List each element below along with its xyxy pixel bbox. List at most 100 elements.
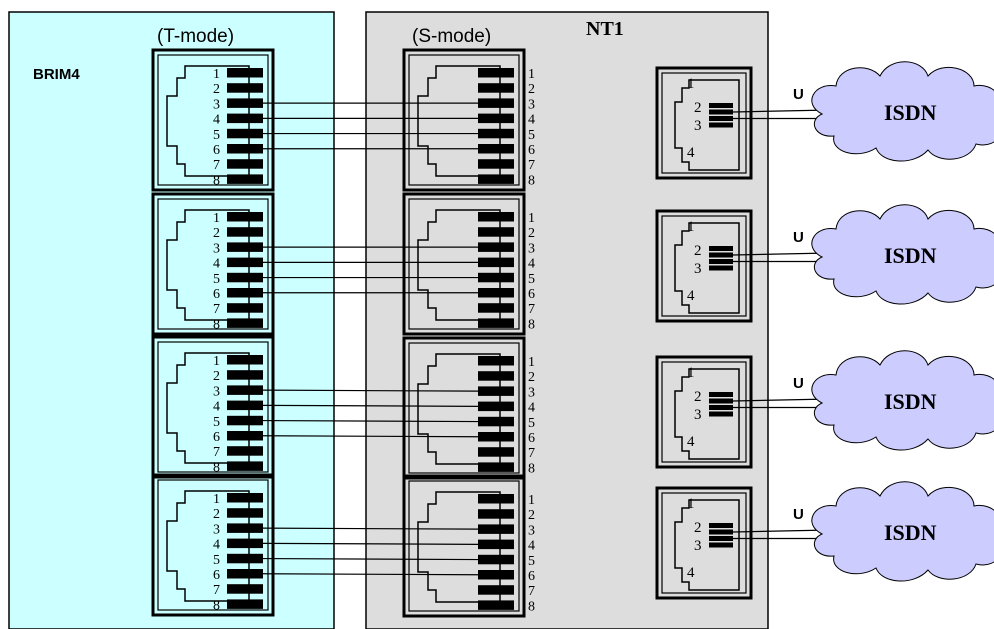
nt1-u-port-4-pin-label: 4 <box>687 565 695 581</box>
nt1-u-port-1-contact <box>709 109 733 115</box>
brim4-port-2-pin-label: 8 <box>213 317 220 332</box>
brim4-port-4-contact <box>227 584 263 594</box>
brim4-port-4-contact <box>227 538 263 549</box>
brim4-port-2-contact <box>227 318 263 328</box>
brim4-port-4-contact <box>227 599 263 609</box>
nt1-s-port-2-contact <box>478 318 514 328</box>
isdn-1-cloud-label: ISDN <box>884 100 937 125</box>
nt1-s-port-1-contact <box>478 68 514 78</box>
isdn-3-cloud-label: ISDN <box>884 389 937 414</box>
nt1-s-port-1-pin-label: 6 <box>528 143 535 158</box>
nt1-u-port-3-contact <box>709 405 733 410</box>
nt1-u-port-4-contact <box>709 536 733 541</box>
brim4-port-3-contact <box>227 446 263 456</box>
nt1-u-port-2-jack-inner-frame <box>661 215 747 317</box>
brim4-port-4-pin-label: 1 <box>213 492 220 507</box>
u-interface-label-2: U <box>793 229 804 246</box>
brim4-port-2-contact <box>227 227 263 237</box>
nt1-s-port-3-pin-label: 8 <box>528 461 535 476</box>
nt1-s-port-4-jack-inner-frame <box>408 480 520 612</box>
brim4-port-2-pin-label: 1 <box>213 211 220 226</box>
nt1-u-port-3-contact <box>709 398 733 404</box>
t-mode-label: (T-mode) <box>157 26 234 47</box>
nt1-u-port-4-jack: 1 2 3 4 <box>655 486 753 600</box>
nt1-s-port-4-pin-label: 6 <box>528 569 535 584</box>
brim4-port-2-pin-label: 4 <box>213 257 220 272</box>
nt1-s-port-1-jack-inner-frame <box>408 54 520 186</box>
nt1-s-port-4-pin-label: 7 <box>528 584 535 599</box>
nt1-s-port-1-contact <box>478 128 514 139</box>
nt1-u-port-2-jack-opening <box>674 222 740 314</box>
s-bus-wire-4-pin-4 <box>262 542 479 545</box>
brim4-port-3-pin-label: 4 <box>213 400 220 415</box>
wiring-layer <box>262 102 831 576</box>
nt1-s-port-2-pin-label: 1 <box>528 211 535 226</box>
isdn-3-cloud-shape <box>811 350 994 451</box>
nt1-u-port-1-jack-opening <box>674 79 740 171</box>
nt1-u-port-1-pin-label: 2 <box>694 100 702 116</box>
nt1-s-port-4-contact <box>478 585 514 595</box>
nt1-s-port-2-jack-frame <box>402 192 526 336</box>
brim4-label: BRIM4 <box>33 66 80 83</box>
nt1-u-port-2-contact <box>709 259 733 264</box>
nt1-u-port-4-pin-label: 1 <box>687 496 695 512</box>
nt1-s-port-1-contact <box>478 113 514 124</box>
nt1-u-port-4-contact <box>709 542 733 548</box>
nt1-s-port-4-contact <box>478 524 514 534</box>
s-bus-wire-4-pin-6 <box>262 573 479 576</box>
nt1-s-port-3-contact <box>478 447 514 457</box>
isdn-4-cloud: ISDN <box>811 481 994 582</box>
nt1-s-port-4-pin-label: 3 <box>528 523 535 538</box>
nt1-u-port-4-contact <box>709 523 733 528</box>
brim4-port-1-pin-label: 2 <box>213 82 220 97</box>
nt1-s-port-3-contact <box>478 386 514 396</box>
u-wire-2-pin-2 <box>732 252 831 256</box>
brim4-port-3-contact <box>227 385 263 395</box>
nt1-s-port-2-pin-label: 2 <box>528 226 535 241</box>
nt1-s-port-3-contact <box>478 462 514 472</box>
brim4-port-4-pin-label: 4 <box>213 538 220 553</box>
brim4-port-2-pin-label: 6 <box>213 287 220 302</box>
isdn-1-cloud: ISDN <box>811 61 994 162</box>
nt1-u-port-4-jack-opening <box>674 499 740 591</box>
brim4-port-2-contact <box>227 212 263 222</box>
nt1-u-port-3-jack-frame <box>655 355 753 469</box>
nt1-s-port-4-contact <box>478 570 514 580</box>
isdn-2-cloud-label: ISDN <box>884 243 937 268</box>
nt1-s-port-1-contact <box>478 83 514 93</box>
brim4-port-4-jack-frame <box>151 473 275 617</box>
s-bus-wire-4-pin-5 <box>262 557 479 561</box>
brim4-port-1-pin-label: 6 <box>213 143 220 158</box>
nt1-s-port-1-contact <box>478 159 514 169</box>
nt1-s-port-1-contact <box>478 144 514 154</box>
isdn-3-cloud: ISDN <box>811 350 994 451</box>
nt1-u-port-4-pin-label: 2 <box>694 520 702 536</box>
u-wire-1-pin-2 <box>732 109 831 113</box>
nt1-u-port-3-pin-label: 1 <box>687 365 695 381</box>
nt1-s-port-2-contact <box>478 272 514 283</box>
u-interface-label-3: U <box>793 375 804 392</box>
isdn-1-cloud-shape <box>811 61 994 162</box>
nt1-s-port-4-contact <box>478 539 514 550</box>
nt1-s-port-2-pin-label: 6 <box>528 287 535 302</box>
nt1-s-port-1-jack-frame <box>402 48 526 192</box>
s-bus-wire-3-pin-4 <box>262 404 479 407</box>
brim4-port-1-contact <box>227 83 263 93</box>
nt1-s-port-4-contact <box>478 509 514 519</box>
brim4-port-1-contact <box>227 144 263 154</box>
nt1-u-port-2-jack-frame <box>655 209 753 323</box>
nt1-u-port-4-pin-label: 3 <box>694 538 702 554</box>
brim4-port-1-jack-frame <box>151 48 275 192</box>
brim4-port-1-jack-inner-frame <box>157 54 269 186</box>
nt1-s-port-4-contact <box>478 494 514 504</box>
nt1-s-port-3-pin-label: 6 <box>528 431 535 446</box>
nt1-u-port-2-pin-label: 2 <box>694 243 702 259</box>
